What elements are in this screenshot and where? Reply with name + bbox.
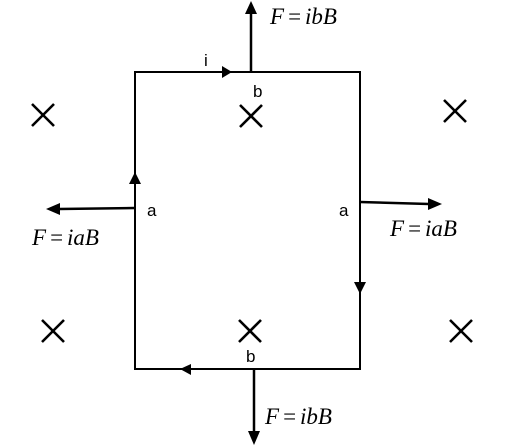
current-loop — [134, 71, 361, 370]
force-arrow-top — [245, 1, 257, 72]
current-arrow-bottom — [180, 364, 191, 375]
current-label: i — [204, 51, 208, 70]
side-label-top: b — [253, 82, 262, 101]
side-label-right: a — [339, 201, 349, 220]
side-label-left: a — [147, 201, 157, 220]
force-equation-left: F=iaB — [31, 225, 99, 250]
force-arrow-left — [46, 203, 136, 215]
field-cross-marker — [449, 319, 473, 343]
force-equation-top: F=ibB — [269, 4, 337, 29]
current-arrow-top — [222, 66, 232, 78]
current-arrow-left — [129, 172, 141, 184]
field-cross-marker — [239, 104, 263, 128]
force-arrow-bottom — [248, 369, 260, 445]
field-cross-marker — [41, 319, 65, 343]
force-equation-right: F=iaB — [389, 216, 457, 241]
force-arrow-right — [359, 198, 442, 210]
current-arrow-right — [354, 282, 366, 294]
field-cross-marker — [238, 319, 262, 343]
field-cross-marker — [31, 103, 55, 127]
field-cross-marker — [443, 99, 467, 123]
force-equation-bottom: F=ibB — [264, 404, 332, 429]
side-label-bottom: b — [246, 347, 255, 366]
